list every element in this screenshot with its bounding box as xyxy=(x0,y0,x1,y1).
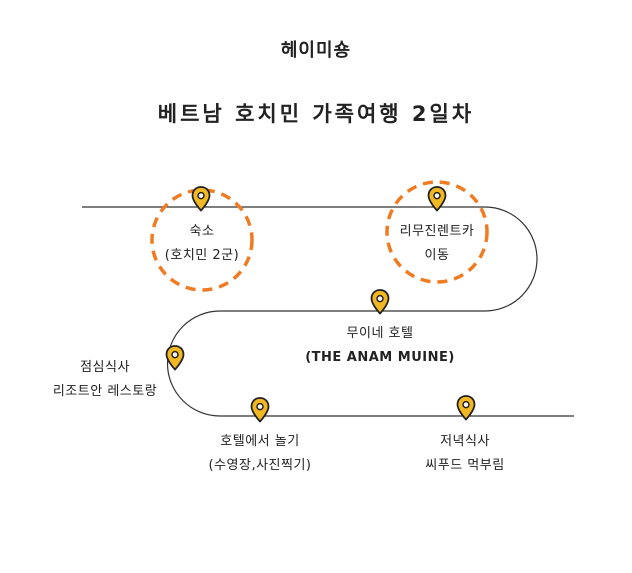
stop-dinner-name: 저녁식사 xyxy=(440,434,490,449)
page-title: 베트남 호치민 가족여행 2일차 xyxy=(157,102,475,126)
stop-lunch-detail: 리조트안 레스토랑 xyxy=(52,384,158,399)
author-name: 헤이미숑 xyxy=(280,40,352,61)
stop-rentcar-name: 리무진렌트카 xyxy=(399,224,475,239)
stop-muine-hotel-name: 무이네 호텔 xyxy=(346,326,414,341)
stop-muine-hotel-detail: (THE ANAM MUINE) xyxy=(305,350,455,365)
stop-label-hotel-play: 호텔에서 놀기 (수영장,사진찍기) xyxy=(190,430,330,478)
stop-hotel-name: 숙소 xyxy=(189,224,215,239)
stop-label-dinner: 저녁식사 씨푸드 먹부림 xyxy=(410,430,520,478)
route-line xyxy=(82,206,574,417)
stop-lunch-name: 점심식사 xyxy=(80,360,130,375)
map-pin-icon xyxy=(250,397,270,423)
map-pin-icon xyxy=(370,289,390,315)
stop-hotel-detail: (호치민 2군) xyxy=(164,248,240,263)
stop-hotel-play-name: 호텔에서 놀기 xyxy=(220,434,300,449)
stop-rentcar-detail: 이동 xyxy=(424,248,450,263)
stop-label-muine-hotel: 무이네 호텔 (THE ANAM MUINE) xyxy=(295,322,465,370)
stop-label-hotel: 숙소 (호치민 2군) xyxy=(152,220,252,268)
stop-dinner-detail: 씨푸드 먹부림 xyxy=(425,458,505,473)
stop-hotel-play-detail: (수영장,사진찍기) xyxy=(208,458,312,473)
highlight-circle-rentcar xyxy=(385,180,489,284)
stop-label-lunch: 점심식사 리조트안 레스토랑 xyxy=(40,356,170,404)
stop-label-rentcar: 리무진렌트카 이동 xyxy=(382,220,492,268)
highlight-circle-hotel xyxy=(150,188,254,292)
